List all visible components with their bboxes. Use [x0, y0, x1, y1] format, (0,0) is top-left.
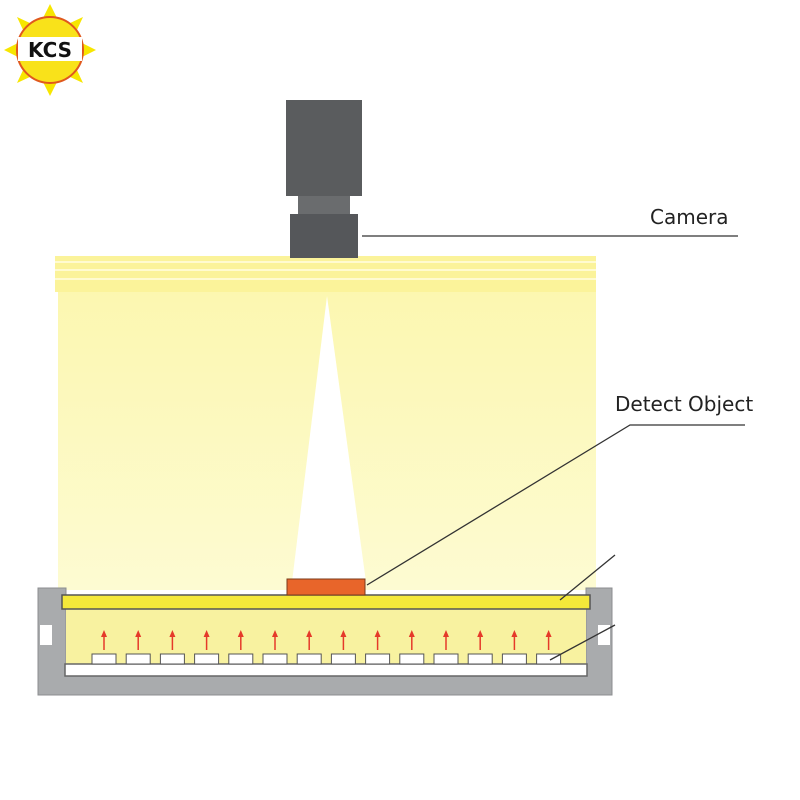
pcb-board	[64, 663, 588, 677]
led	[330, 653, 356, 665]
detect-object-label: Detect Object	[615, 392, 753, 416]
diffuser-plate	[61, 594, 591, 610]
logo-text: KCS	[28, 38, 72, 62]
led	[365, 653, 391, 665]
led	[501, 653, 527, 665]
arrow-head-icon	[477, 630, 484, 637]
arrow-head-icon	[237, 630, 244, 637]
arrow-head-icon	[443, 630, 449, 637]
arrow-head-icon	[408, 630, 415, 637]
ring-light	[55, 256, 596, 292]
arrow-head-icon	[135, 630, 142, 637]
arrow-head-icon	[169, 630, 176, 637]
led	[91, 653, 117, 665]
led	[262, 653, 288, 665]
led	[125, 653, 151, 665]
arrow-head-icon	[101, 630, 107, 637]
led	[296, 653, 322, 665]
led	[399, 653, 425, 665]
arrow-head-icon	[272, 630, 278, 637]
led	[433, 653, 459, 665]
led	[194, 653, 220, 665]
detect-object	[286, 578, 366, 596]
view-cone	[292, 296, 366, 582]
arrow-head-icon	[340, 630, 347, 637]
led-array	[91, 630, 562, 665]
arrow-head-icon	[545, 630, 552, 637]
arrow-head-icon	[306, 630, 313, 637]
camera-label: Camera	[650, 205, 729, 229]
arrow-head-icon	[511, 630, 518, 637]
leader-lines	[362, 235, 745, 661]
light-chamber	[66, 607, 586, 667]
led	[159, 653, 185, 665]
arrow-head-icon	[374, 630, 381, 637]
led	[467, 653, 493, 665]
led	[228, 653, 254, 665]
kcs-logo: KCS	[4, 4, 96, 96]
arrow-head-icon	[203, 630, 210, 637]
camera	[286, 100, 362, 258]
led	[536, 653, 562, 665]
